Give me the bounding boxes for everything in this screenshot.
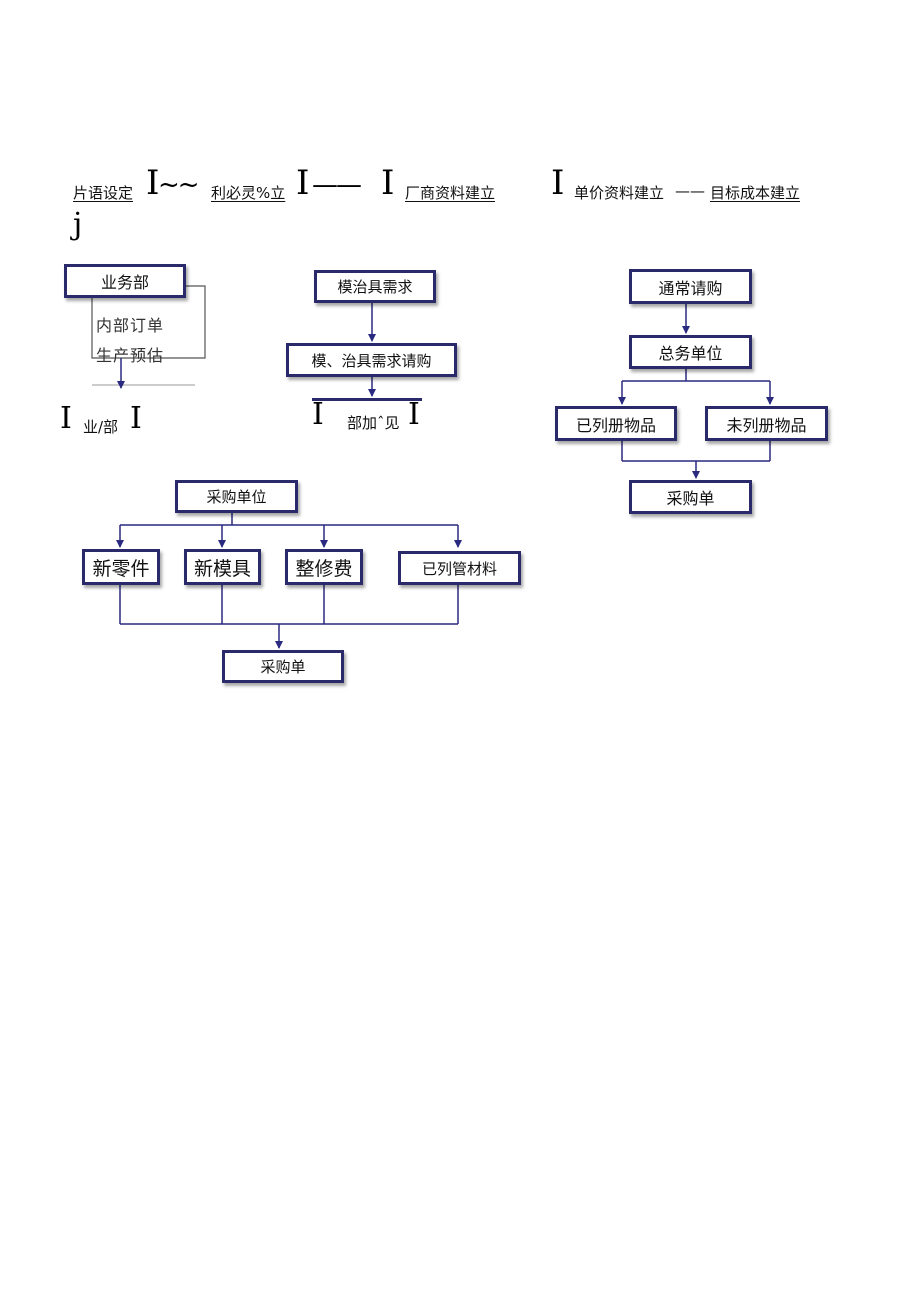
sales-bottom-bar-left: I	[60, 401, 72, 436]
header-item-unit-price: 单价资料建立	[574, 184, 665, 202]
mold-bottom-bar-right: I	[408, 397, 420, 432]
box-general-requisition: 通常请购	[629, 269, 752, 304]
sales-bracket-line	[91, 285, 206, 359]
box-mold-requisition: 模、治具需求请购	[286, 343, 457, 377]
note-internal-order: 内部订单	[96, 316, 165, 335]
box-new-molds: 新模具	[184, 549, 261, 585]
header-bar-1: I	[146, 163, 160, 203]
box-listed-items: 已列册物品	[555, 406, 677, 441]
box-purchase-order: 采购单	[222, 650, 344, 683]
sales-bottom-label: 业/部	[83, 418, 119, 436]
mold-bottom-frame	[312, 398, 422, 430]
box-mold-requirement: 模治具需求	[314, 270, 436, 303]
box-sales-dept: 业务部	[64, 264, 186, 298]
header-long-dash: ——	[312, 170, 362, 200]
box-controlled-materials: 已列管材料	[398, 551, 521, 585]
box-repair-fee: 整修费	[285, 549, 363, 585]
note-production-forecast: 生产预估	[96, 346, 165, 365]
header-item-target-cost: 目标成本建立	[710, 184, 801, 202]
box-unlisted-items: 未列册物品	[705, 406, 828, 441]
header-item-vendor: 厂商资料建立	[405, 184, 496, 202]
box-new-parts: 新零件	[82, 549, 160, 585]
header-item-2: 利必灵%立	[211, 184, 286, 202]
header-bar-2: I	[296, 163, 310, 203]
box-purchasing-unit: 采购单位	[175, 480, 298, 513]
mold-bottom-bar-left: I	[312, 397, 324, 432]
header-bar-3: I	[381, 163, 395, 203]
box-general-affairs: 总务单位	[629, 335, 752, 369]
header-tilde: ~~	[158, 170, 200, 200]
header-dash-2: ——	[675, 182, 705, 200]
mold-bottom-label: 部加ˆ见	[347, 414, 400, 432]
sales-bottom-bar-right: I	[130, 401, 142, 436]
box-purchase-order-general: 采购单	[629, 480, 752, 514]
header-stray-mark: j	[73, 207, 83, 242]
header-bar-4: I	[551, 163, 565, 203]
header-item-phrase-setting: 片语设定	[73, 184, 134, 202]
